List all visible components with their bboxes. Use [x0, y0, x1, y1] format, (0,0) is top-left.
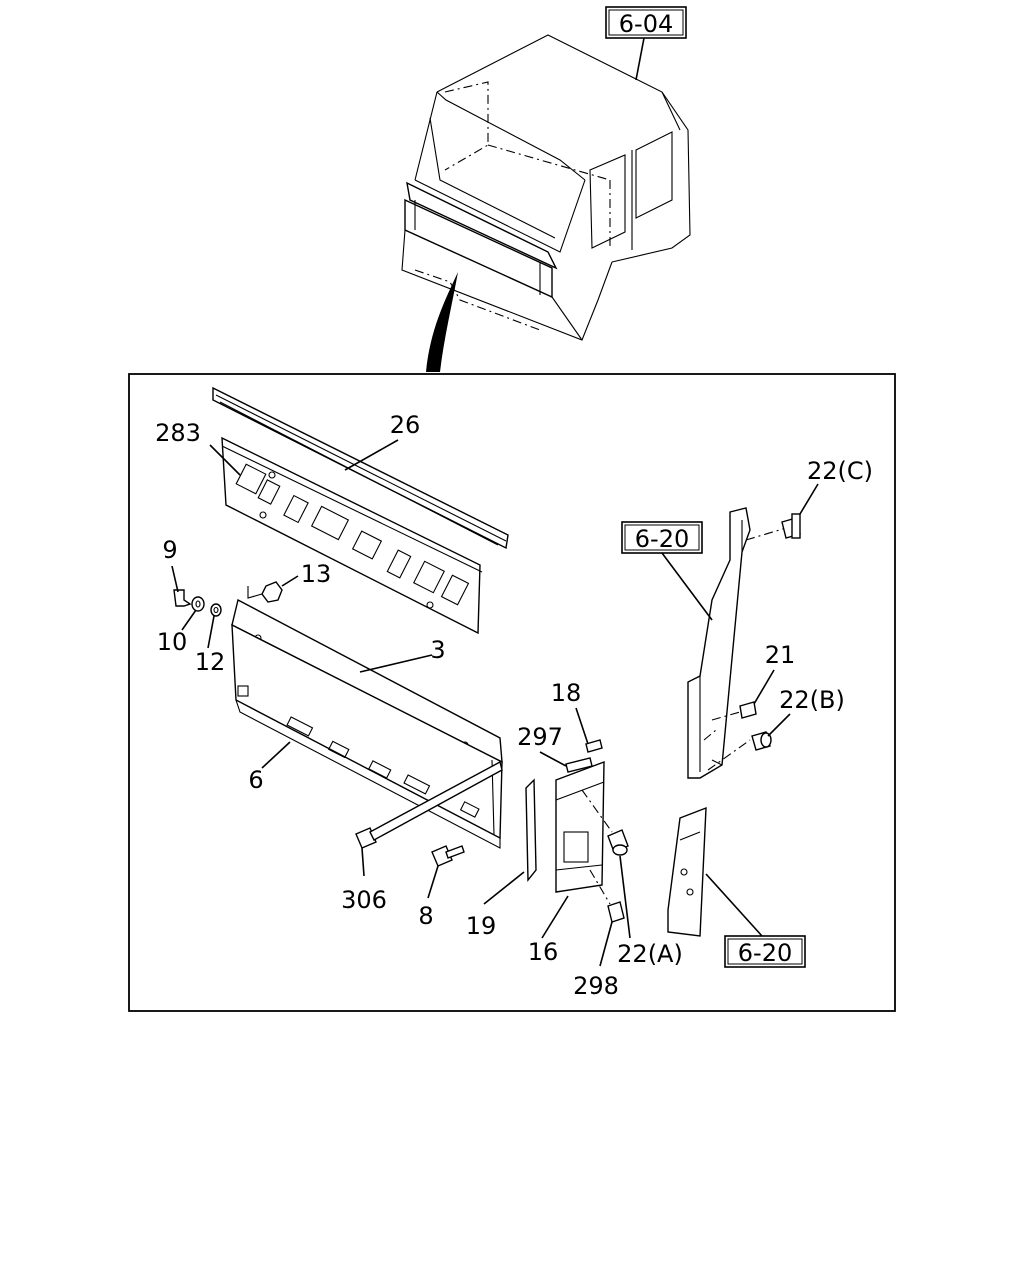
label-298: 298: [573, 972, 619, 1000]
label-297: 297: [517, 723, 563, 751]
label-8: 8: [418, 902, 433, 930]
screw-22b: [751, 731, 772, 751]
label-22b: 22(B): [779, 686, 845, 714]
leader-lines: [171, 439, 819, 967]
washer-10: [191, 596, 205, 612]
screw-22c: [781, 513, 801, 539]
leader-dash-22c: [745, 527, 787, 541]
leader-dash-22a: [581, 789, 613, 833]
part-26-strip: [212, 386, 509, 550]
label-283: 283: [155, 419, 201, 447]
label-22c: 22(C): [807, 457, 873, 485]
ref-box-6-20-lower: 6-20: [724, 935, 806, 968]
label-18: 18: [551, 679, 582, 707]
pillar-upper: [687, 507, 751, 779]
leader-dash-21: [711, 711, 741, 721]
label-12: 12: [195, 648, 226, 676]
detail-frame: [128, 373, 896, 1012]
part-6-panel: [231, 623, 503, 849]
washer-12: [210, 603, 222, 617]
ref-label-6-04: 6-04: [619, 10, 673, 38]
bolt-306: [355, 760, 503, 849]
clip-18: [585, 739, 603, 753]
part-labels: 283 26 9 13 10 12 3 6 306 8 19 16 298 29…: [155, 411, 873, 1000]
clip-297: [565, 757, 593, 773]
label-16: 16: [528, 938, 559, 966]
ref-label-6-20-upper: 6-20: [635, 525, 689, 553]
label-6: 6: [248, 766, 263, 794]
leader-dash-298: [589, 869, 611, 905]
label-26: 26: [390, 411, 421, 439]
ref-box-6-20-upper: 6-20: [621, 521, 703, 554]
fastener-9: [173, 589, 192, 607]
label-10: 10: [157, 628, 188, 656]
part-283-panel: [221, 436, 483, 635]
label-9: 9: [162, 536, 177, 564]
part-16-block: [555, 760, 605, 893]
screw-22a: [607, 829, 629, 856]
label-13: 13: [301, 560, 332, 588]
cab-overview: [401, 34, 691, 372]
ref-label-6-20-lower: 6-20: [738, 939, 792, 967]
leader-dash-22b: [707, 739, 751, 771]
nut-13: [247, 581, 283, 603]
label-21: 21: [765, 641, 796, 669]
clip-21: [739, 701, 757, 719]
label-19: 19: [466, 912, 497, 940]
ref-box-6-04: 6-04: [605, 6, 687, 39]
label-22a: 22(A): [617, 940, 683, 968]
label-306: 306: [341, 886, 387, 914]
part-19-bracket: [525, 778, 537, 882]
label-3: 3: [430, 636, 445, 664]
kick-panel-lower: [667, 806, 707, 937]
clip-298: [607, 901, 625, 923]
bolt-8: [431, 845, 465, 867]
